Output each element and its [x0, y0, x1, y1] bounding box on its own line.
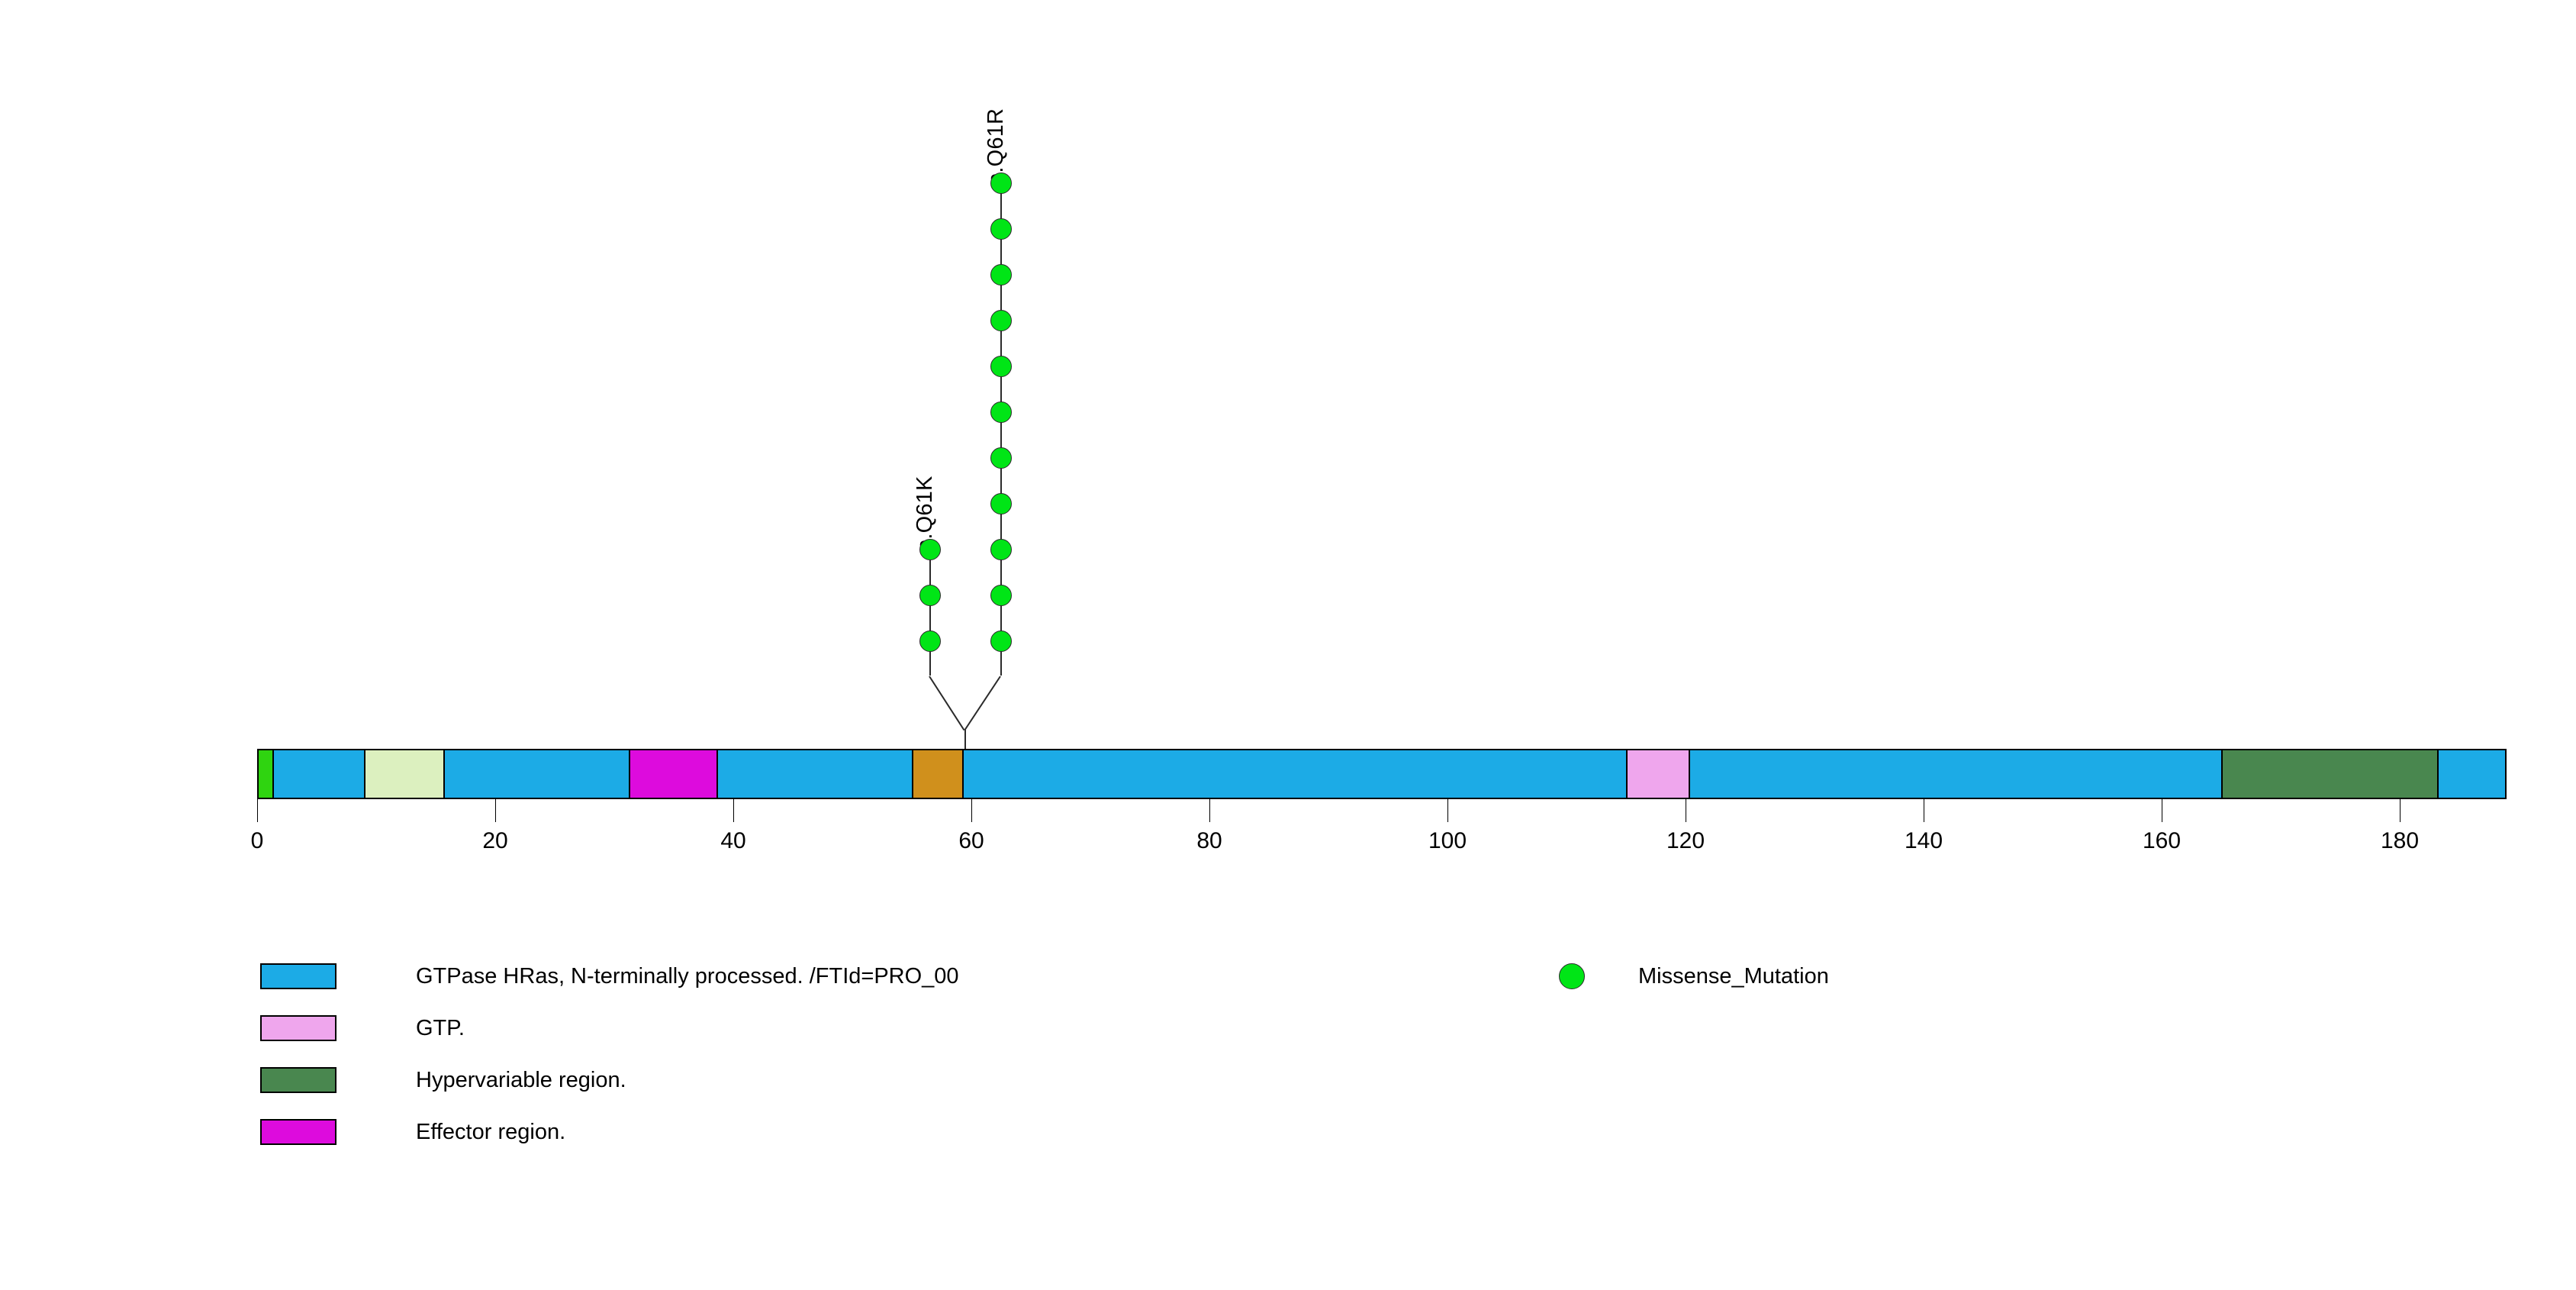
axis-tick-60 — [971, 799, 972, 822]
axis-tick-20 — [495, 799, 496, 822]
protein-domain-orange-region[interactable] — [911, 750, 964, 798]
mutation-dot[interactable] — [990, 539, 1012, 560]
axis-tick-label-180: 180 — [2380, 828, 2420, 853]
protein-backbone-bar[interactable] — [256, 749, 2507, 799]
mutation-dot[interactable] — [990, 493, 1012, 514]
protein-domain-light-green-region[interactable] — [364, 750, 446, 798]
domain-legend-label-0: GTPase HRas, N-terminally processed. /FT… — [416, 964, 959, 988]
axis-tick-80 — [1209, 799, 1210, 822]
axis-tick-180 — [2400, 799, 2401, 822]
axis-tick-label-120: 120 — [1666, 828, 1705, 853]
mutation-stem-p.Q61K — [929, 550, 931, 676]
mutation-stem-p.Q61R — [1000, 183, 1002, 676]
mutation-dot[interactable] — [919, 539, 941, 560]
mutation-dot[interactable] — [990, 173, 1012, 194]
axis-tick-label-20: 20 — [482, 828, 508, 853]
domain-legend-label-2: Hypervariable region. — [416, 1068, 626, 1092]
mutation-dot[interactable] — [990, 264, 1012, 285]
mutation-stem-leg-p.Q61K — [928, 676, 965, 731]
axis-tick-label-160: 160 — [2142, 828, 2182, 853]
axis-tick-label-0: 0 — [250, 828, 264, 853]
mutation-dot[interactable] — [990, 218, 1012, 240]
protein-domain-gtp-region[interactable] — [1625, 750, 1691, 798]
domain-legend-swatch-3[interactable] — [260, 1119, 336, 1145]
domain-legend-swatch-1[interactable] — [260, 1015, 336, 1041]
axis-tick-100 — [1447, 799, 1448, 822]
mutation-dot[interactable] — [990, 447, 1012, 469]
mutation-dot[interactable] — [919, 630, 941, 652]
protein-domain-effector-region[interactable] — [628, 750, 718, 798]
protein-domain-hypervariable-region[interactable] — [2220, 750, 2439, 798]
axis-tick-label-100: 100 — [1428, 828, 1467, 853]
domain-legend-swatch-2[interactable] — [260, 1067, 336, 1093]
axis-tick-label-60: 60 — [958, 828, 984, 853]
domain-legend-label-3: Effector region. — [416, 1120, 566, 1144]
mutation-stem-leg-p.Q61R — [963, 676, 1001, 731]
axis-tick-40 — [733, 799, 734, 822]
domain-legend-label-1: GTP. — [416, 1016, 465, 1040]
mutation-dot[interactable] — [990, 310, 1012, 331]
mutation-dot[interactable] — [990, 402, 1012, 423]
axis-tick-label-140: 140 — [1904, 828, 1943, 853]
mutation-legend-swatch-0[interactable] — [1559, 963, 1585, 989]
axis-tick-label-40: 40 — [720, 828, 746, 853]
mutation-dot[interactable] — [990, 585, 1012, 606]
axis-tick-label-80: 80 — [1196, 828, 1222, 853]
domain-legend-swatch-0[interactable] — [260, 963, 336, 989]
axis-tick-0 — [257, 799, 258, 822]
mutation-dot[interactable] — [990, 356, 1012, 377]
protein-domain-n-terminal-green-marker[interactable] — [256, 750, 274, 798]
mutation-dot[interactable] — [990, 630, 1012, 652]
mutation-legend-label-0: Missense_Mutation — [1638, 964, 1829, 988]
mutation-dot[interactable] — [919, 585, 941, 606]
